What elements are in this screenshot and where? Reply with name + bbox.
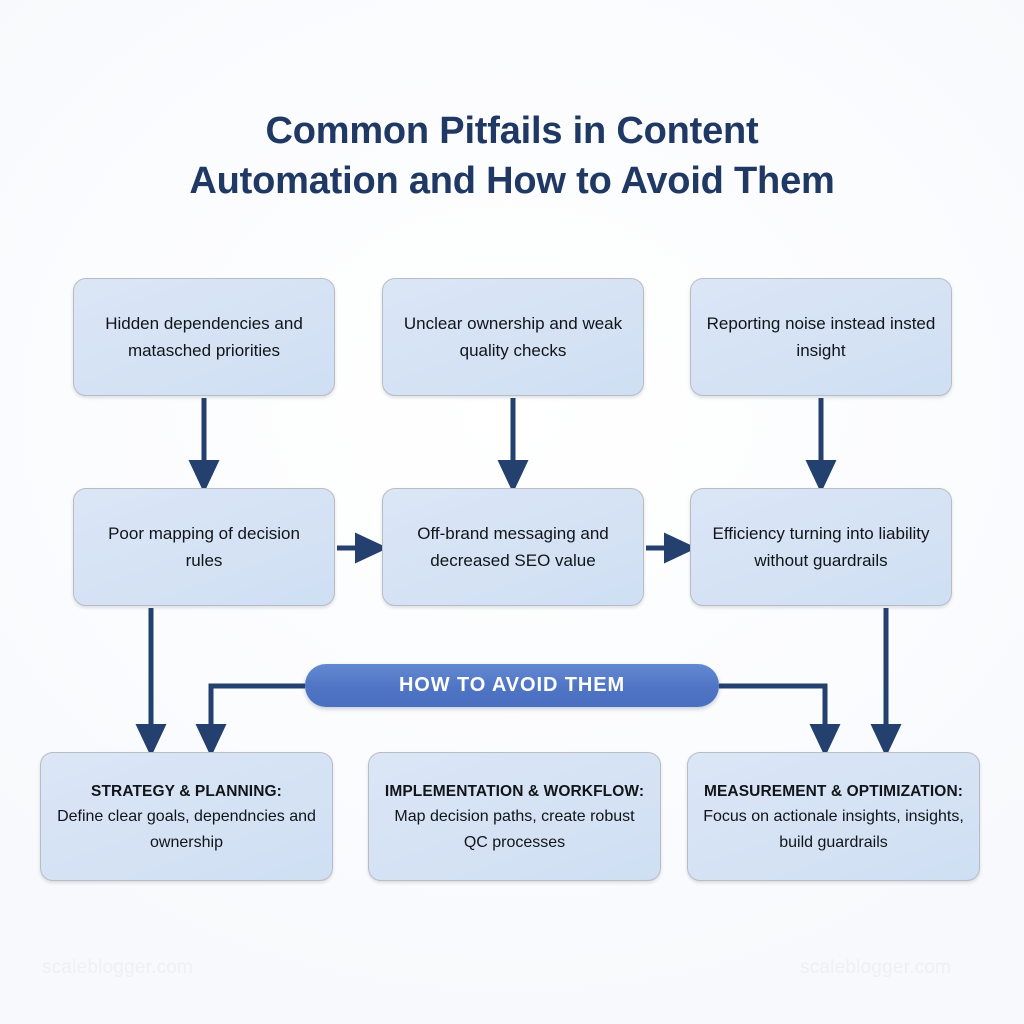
problem-box-unclear-ownership[interactable]: Unclear ownership and weak quality check… (382, 278, 644, 396)
solution-heading: MEASUREMENT & OPTIMIZATION: (703, 783, 963, 800)
impact-box-label: Off-brand messaging and decreased SEO va… (417, 524, 609, 570)
impact-box-offbrand-messaging[interactable]: Off-brand messaging and decreased SEO va… (382, 488, 644, 606)
solution-box-strategy-planning[interactable]: STRATEGY & PLANNING: Define clear goals,… (40, 752, 333, 881)
impact-box-poor-mapping[interactable]: Poor mapping of decision rules (73, 488, 335, 606)
how-to-avoid-them-banner[interactable]: HOW TO AVOID THEM (305, 664, 719, 707)
problem-box-hidden-dependencies[interactable]: Hidden dependencies and matasched priori… (73, 278, 335, 396)
solution-box-implementation-workflow[interactable]: IMPLEMENTATION & WORKFLOW: Map decision … (368, 752, 661, 881)
impact-box-label: Poor mapping of decision rules (108, 524, 300, 570)
problem-box-label: Reporting noise instead insted insight (706, 314, 936, 360)
title-line-1: Common Pitfails in Content (265, 110, 759, 152)
solution-box-measurement-optimization[interactable]: MEASUREMENT & OPTIMIZATION: Focus on act… (687, 752, 980, 881)
impact-box-label: Efficiency turning into liability withou… (712, 524, 930, 570)
page-title: Common Pitfails in Content Automation an… (0, 106, 1024, 206)
arrow-banner-to-s3 (719, 683, 841, 757)
problem-box-label: Hidden dependencies and matasched priori… (105, 314, 303, 360)
title-line-2: Automation and How to Avoid Them (189, 160, 835, 202)
arrow-banner-to-s1 (195, 683, 305, 757)
watermark-left: scaleblogger.com (42, 957, 194, 978)
solution-heading: IMPLEMENTATION & WORKFLOW: (384, 783, 645, 800)
solution-body: Focus on actionale insights, insights, b… (703, 808, 964, 851)
impact-box-efficiency-liability[interactable]: Efficiency turning into liability withou… (690, 488, 952, 606)
solution-body: Define clear goals, dependncies and owne… (57, 808, 316, 851)
banner-label: HOW TO AVOID THEM (398, 674, 626, 696)
solution-heading: STRATEGY & PLANNING: (91, 783, 282, 800)
solution-body: Map decision paths, create robust QC pro… (394, 808, 635, 851)
problem-box-reporting-noise[interactable]: Reporting noise instead insted insight (690, 278, 952, 396)
problem-box-label: Unclear ownership and weak quality check… (403, 314, 623, 360)
watermark-right: scaleblogger.com (800, 957, 952, 978)
